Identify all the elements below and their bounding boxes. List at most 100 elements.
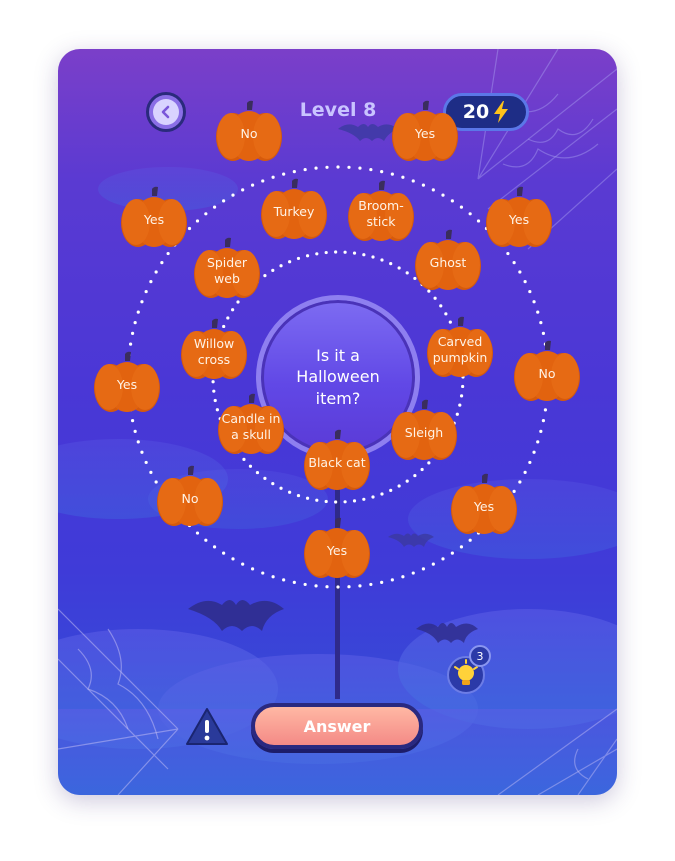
ring-dot <box>324 250 328 255</box>
pumpkin-item[interactable]: Turkey <box>258 177 330 241</box>
ring-dot <box>528 289 532 294</box>
ring-dot <box>133 429 137 433</box>
ring-dot <box>288 490 292 494</box>
ring-dot <box>536 440 540 444</box>
ring-dot <box>371 255 375 259</box>
pumpkin-icon <box>157 465 223 526</box>
pumpkin-icon <box>304 429 370 490</box>
pumpkin-icon <box>486 186 552 247</box>
ring-dot <box>459 205 464 209</box>
pumpkin-answer[interactable]: No <box>154 464 226 528</box>
ring-dot <box>539 321 543 325</box>
pumpkin-answer[interactable]: No <box>511 339 583 403</box>
ring-dot <box>362 253 366 257</box>
bat-icon <box>388 533 434 547</box>
pumpkin-answer[interactable]: Yes <box>448 472 520 536</box>
cobweb-bottom-right <box>497 708 617 795</box>
ring-dot <box>401 175 405 179</box>
ring-dot <box>405 271 409 275</box>
pumpkin-item[interactable]: Broom- stick <box>345 179 417 243</box>
ring-dot <box>512 489 516 493</box>
ring-dot <box>136 310 140 314</box>
ring-dot <box>166 251 170 256</box>
ring-dot <box>380 492 384 496</box>
ring-dot <box>282 578 286 582</box>
pumpkin-item[interactable]: Spider web <box>191 236 263 300</box>
ring-dot <box>459 545 464 549</box>
pumpkin-answer[interactable]: Yes <box>301 516 373 580</box>
ring-dot <box>315 252 319 256</box>
ring-dot <box>144 460 148 465</box>
pumpkin-item[interactable]: Willow cross <box>178 317 250 381</box>
pumpkin-item[interactable]: Carved pumpkin <box>424 315 496 379</box>
ring-dot <box>541 419 546 423</box>
ring-dot <box>305 496 310 500</box>
cobweb-bottom-left <box>58 608 179 795</box>
ring-dot <box>343 500 347 504</box>
ring-dot <box>271 175 275 179</box>
pumpkin-item[interactable]: Candle in a skull <box>215 392 287 456</box>
pumpkin-answer[interactable]: Yes <box>118 185 190 249</box>
ring-dot <box>405 479 409 483</box>
ring-dot <box>362 497 366 501</box>
pumpkin-label: Spider web <box>206 255 248 286</box>
pumpkin-item[interactable]: Black cat <box>301 428 373 492</box>
ring-dot <box>518 270 522 274</box>
pumpkin-item[interactable]: Ghost <box>412 228 484 292</box>
ring-dot <box>292 580 296 585</box>
pumpkin-label: Sleigh <box>404 425 444 441</box>
ring-dot <box>358 584 362 588</box>
ring-dot <box>213 398 217 403</box>
ring-dot <box>261 179 265 183</box>
pumpkin-icon <box>348 180 414 241</box>
ring-dot <box>336 585 340 589</box>
pumpkin-answer[interactable]: Yes <box>483 185 555 249</box>
back-button[interactable] <box>146 92 186 132</box>
ring-dot <box>380 580 384 585</box>
ring-dot <box>136 440 140 444</box>
ring-dot <box>523 280 527 284</box>
ring-dot <box>231 308 235 312</box>
ring-dot <box>468 538 472 542</box>
ring-dot <box>512 261 516 265</box>
pumpkin-label: Black cat <box>308 455 366 471</box>
ring-dot <box>397 266 401 270</box>
ring-dot <box>441 557 445 561</box>
warning-icon[interactable] <box>185 707 229 747</box>
pumpkin-label: Yes <box>143 212 165 228</box>
ring-dot <box>421 567 426 571</box>
pumpkin-label: Yes <box>414 126 436 142</box>
game-card: Level 8 20 Is it a Halloween item? Turke… <box>58 49 617 795</box>
ring-dot <box>455 412 459 416</box>
ring-dot <box>204 538 208 542</box>
ring-dot <box>506 251 510 256</box>
answer-button[interactable]: Answer <box>251 703 423 749</box>
pumpkin-label: Yes <box>326 543 348 559</box>
ring-dot <box>204 212 208 216</box>
ring-dot <box>369 582 373 587</box>
ring-dot <box>420 467 424 472</box>
ring-dot <box>358 166 362 170</box>
ring-dot <box>305 254 310 258</box>
pumpkin-answer[interactable]: Yes <box>91 350 163 414</box>
pumpkin-icon <box>94 351 160 412</box>
ring-dot <box>292 169 296 174</box>
pumpkin-item[interactable]: Sleigh <box>388 398 460 462</box>
ring-dot <box>336 165 340 169</box>
ring-dot <box>325 585 329 589</box>
ring-dot <box>397 484 401 488</box>
ring-dot <box>431 188 435 192</box>
bat-icon <box>338 124 398 141</box>
pumpkin-icon <box>121 186 187 247</box>
ring-dot <box>250 183 255 187</box>
ring-dot <box>271 482 275 486</box>
energy-count: 20 <box>462 101 490 123</box>
ring-dot <box>263 476 267 481</box>
ring-dot <box>212 545 217 549</box>
pumpkin-answer[interactable]: No <box>213 99 285 163</box>
ring-dot <box>242 457 246 461</box>
pumpkin-icon <box>391 399 457 460</box>
pumpkin-answer[interactable]: Yes <box>389 99 461 163</box>
ring-dot <box>459 394 464 398</box>
ring-dot <box>528 460 532 465</box>
